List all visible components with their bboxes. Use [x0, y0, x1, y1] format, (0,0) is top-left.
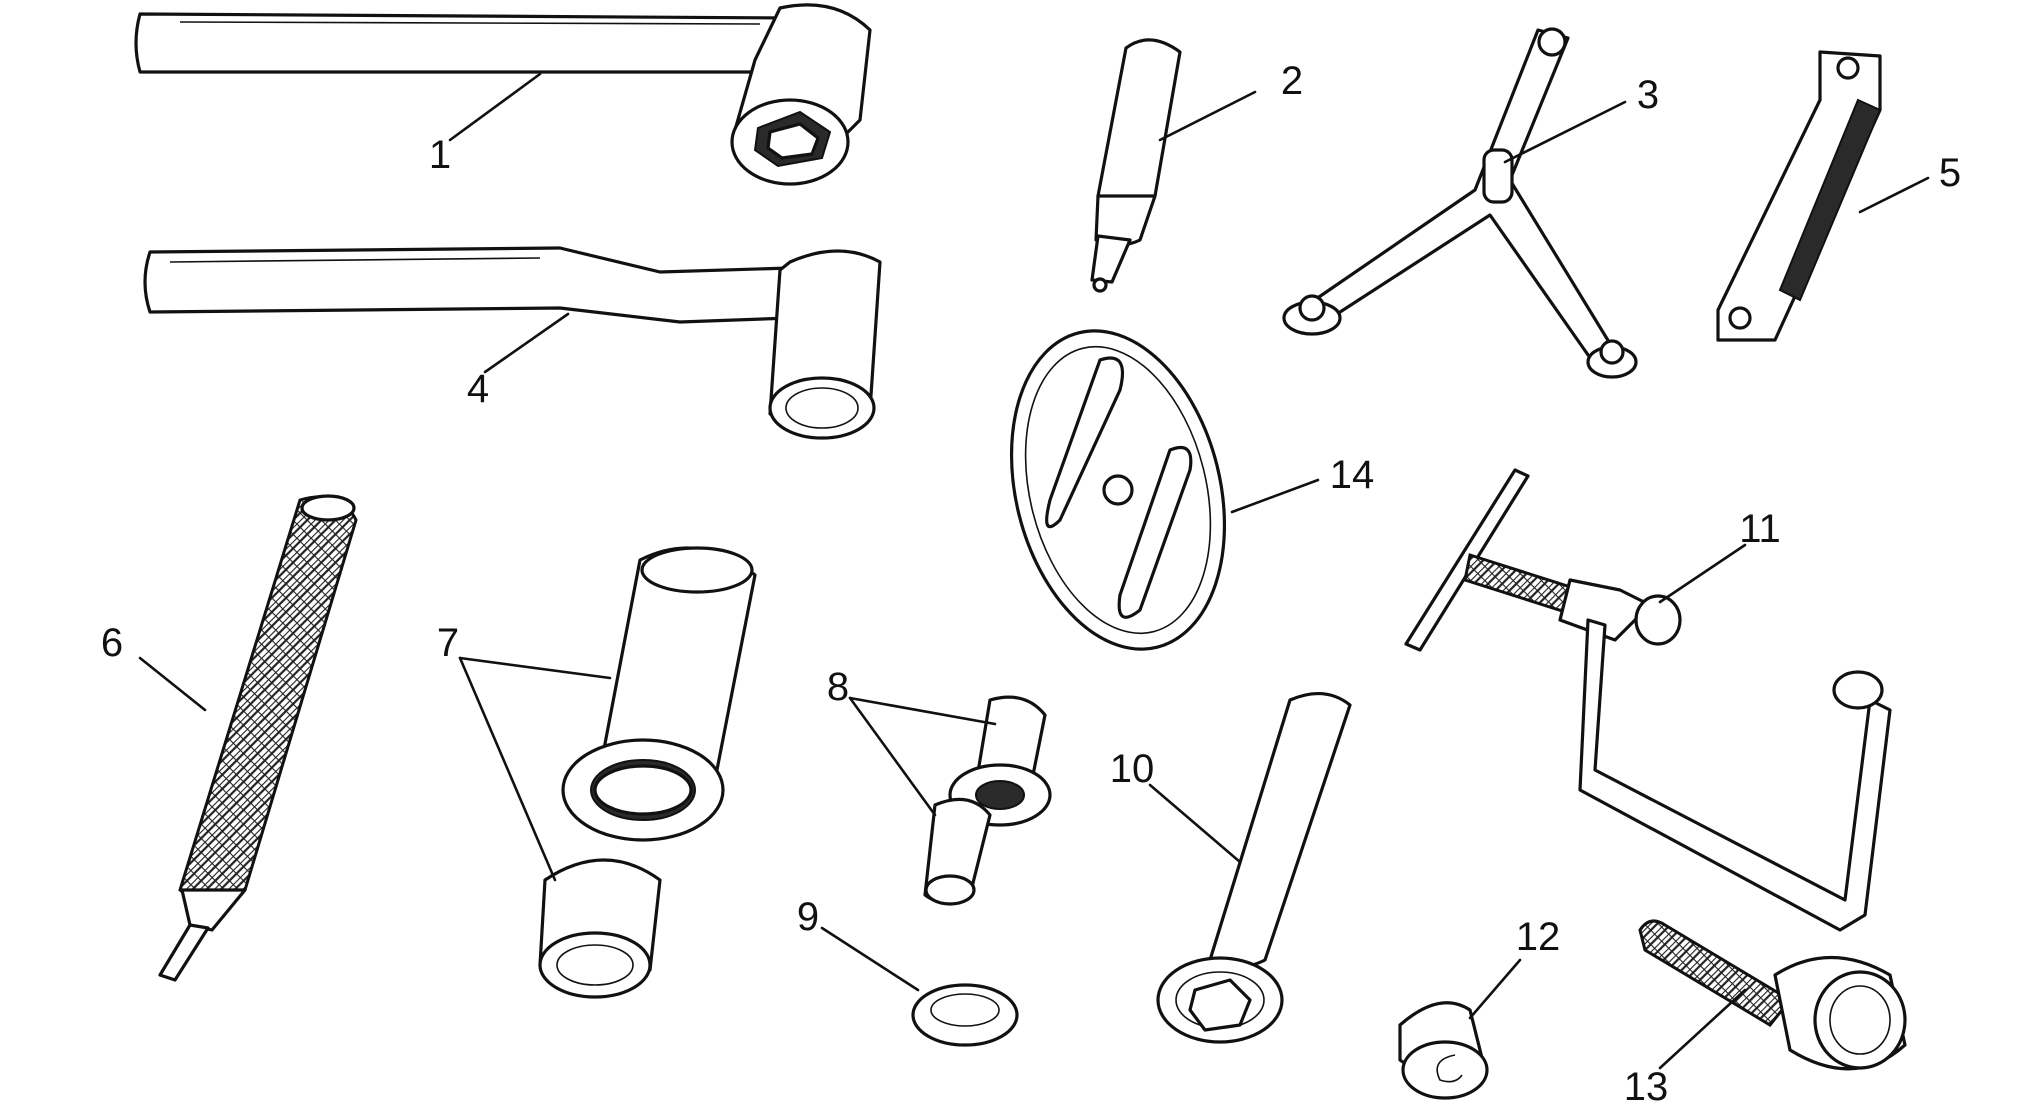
callout-11: 11: [1739, 507, 1781, 551]
callout-8: 8: [827, 665, 849, 709]
tool-13-knurled-spindle: [1638, 919, 1907, 1071]
callout-9: 9: [797, 895, 819, 939]
tool-12-cap: [1398, 1001, 1489, 1100]
callout-13: 13: [1624, 1065, 1669, 1105]
tool-9-ring: [911, 983, 1019, 1047]
callout-10: 10: [1110, 747, 1155, 791]
tool-11-c-clamp: [1404, 468, 1892, 932]
tool-5-bar-tool: [1716, 50, 1882, 342]
callout-5: 5: [1939, 151, 1961, 195]
tool-8-stepped-drift: [923, 695, 1052, 906]
tool-3-three-leg-puller: [1282, 27, 1638, 379]
callout-7: 7: [437, 621, 459, 665]
callout-14: 14: [1330, 453, 1375, 497]
callout-2: 2: [1281, 59, 1303, 103]
callout-12: 12: [1516, 915, 1561, 959]
callout-3: 3: [1637, 73, 1659, 117]
tool-2-drift-punch: [1090, 38, 1182, 293]
tool-4-cranked-wrench: [143, 246, 882, 440]
tool-14-degree-wheel: [1009, 329, 1227, 651]
callout-6: 6: [101, 621, 123, 665]
tool-1-socket-wrench: [134, 3, 872, 186]
callout-4: 4: [467, 367, 489, 411]
callout-1: 1: [429, 133, 451, 177]
tool-6-knurled-driver: [158, 494, 358, 982]
leader-lines: [138, 72, 1930, 1070]
tool-7-sleeves: [538, 546, 757, 999]
tool-10-press-tool: [1156, 691, 1352, 1044]
